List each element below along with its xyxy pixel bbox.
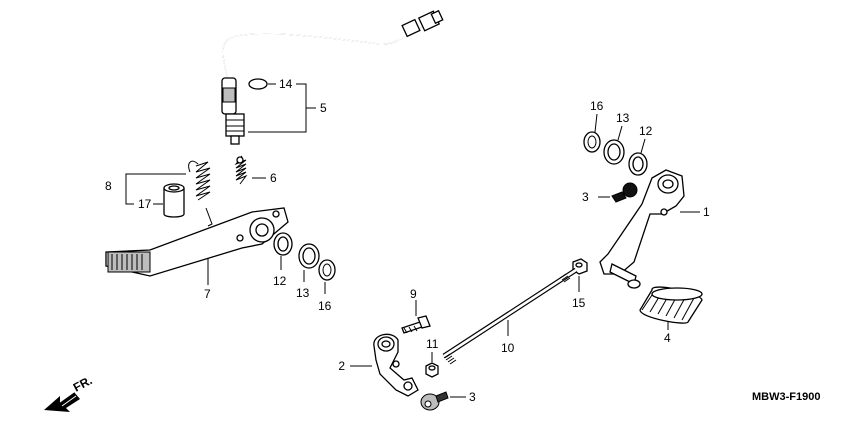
callout-11: 11 [426, 337, 439, 351]
callout-5: 5 [320, 101, 327, 115]
callout-6: 6 [270, 171, 277, 185]
bolt-9 [401, 315, 431, 334]
clip-14 [248, 78, 276, 90]
gearshift-arm-2 [373, 333, 419, 397]
gearshift-pedal-1 [599, 169, 685, 289]
callout-15: 15 [572, 296, 586, 310]
callout-14: 14 [279, 77, 293, 91]
callout-3-lower: 3 [469, 390, 476, 404]
collar-17 [163, 183, 185, 218]
callout-16-left: 16 [318, 299, 332, 313]
callout-2: 2 [338, 359, 345, 373]
callout-12-right: 12 [639, 124, 653, 138]
callout-3-upper: 3 [582, 190, 589, 204]
brake-switch-body [221, 77, 245, 145]
callout-9: 9 [410, 287, 417, 301]
shift-pedal-rubber-4 [639, 286, 703, 324]
return-spring-6 [234, 155, 248, 185]
callout-8: 8 [105, 179, 112, 193]
callout-13-left: 13 [296, 286, 310, 300]
brake-switch-wire [222, 9, 444, 81]
tie-rod-10 [442, 267, 578, 365]
joint-3-lower [420, 391, 449, 411]
washer-12-left [273, 232, 293, 256]
return-spring-8 [188, 160, 213, 227]
callout-13-right: 13 [616, 111, 630, 125]
callout-17: 17 [138, 197, 152, 211]
front-label: FR. [71, 373, 95, 394]
clip-16-right [583, 131, 601, 153]
callout-12-left: 12 [273, 274, 287, 288]
washer-13-left [298, 243, 320, 269]
callout-7: 7 [204, 287, 211, 301]
washer-12-right [628, 152, 648, 176]
front-direction-arrow-icon [44, 391, 80, 412]
diagram-code: MBW3-F1900 [752, 391, 820, 403]
bolt-3-upper [611, 182, 638, 203]
callout-16-right: 16 [590, 99, 604, 113]
brake-pedal-7 [105, 207, 289, 277]
callout-4: 4 [664, 331, 671, 345]
nut-11 [425, 362, 439, 378]
callout-10: 10 [501, 341, 515, 355]
washer-13-right [603, 139, 625, 165]
clip-16-left [318, 259, 336, 281]
callout-1: 1 [703, 205, 710, 219]
